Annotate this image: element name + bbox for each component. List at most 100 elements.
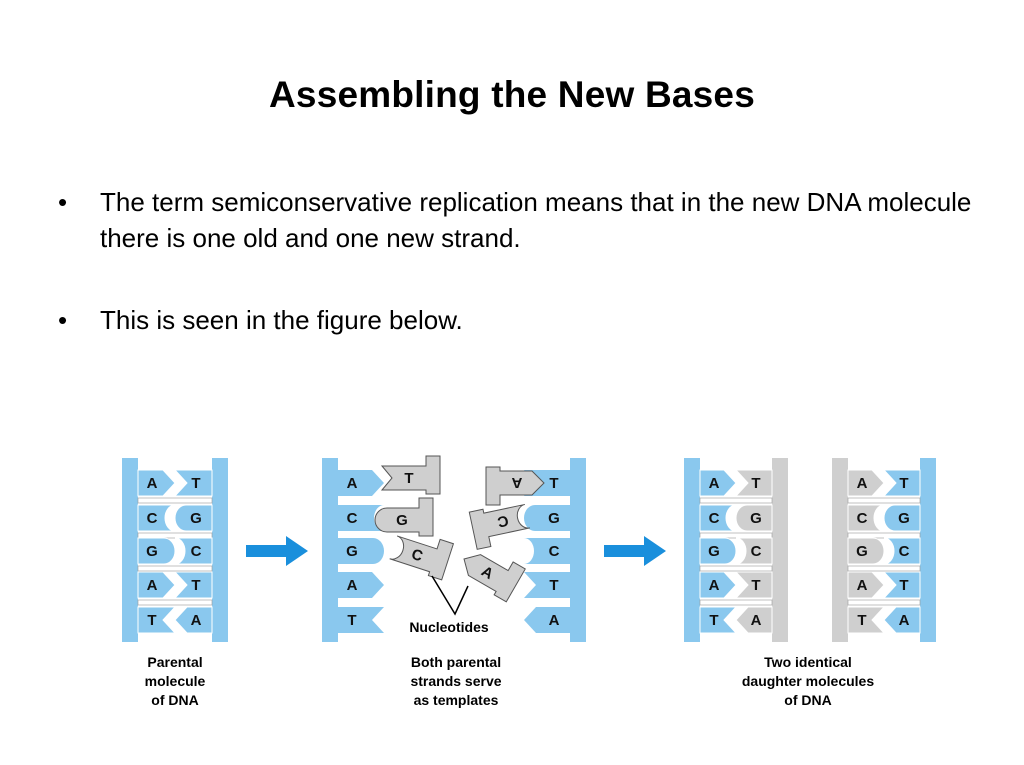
base-T bbox=[734, 469, 773, 497]
base-C bbox=[524, 538, 570, 564]
base-C bbox=[338, 505, 384, 531]
rung-gap bbox=[847, 497, 921, 504]
base-letter: A bbox=[347, 577, 358, 594]
free-nucleotide: C bbox=[468, 503, 530, 550]
base-T bbox=[699, 606, 738, 634]
base-C bbox=[174, 537, 213, 565]
rung-gap bbox=[699, 497, 773, 504]
bullet-item: • The term semiconservative replication … bbox=[58, 184, 978, 256]
rung-gap bbox=[699, 532, 773, 539]
base-letter: G bbox=[190, 510, 202, 527]
right-template-backbone bbox=[570, 458, 586, 642]
rung-gap bbox=[699, 599, 773, 606]
nucleotide-shape bbox=[463, 554, 526, 603]
right-backbone bbox=[772, 458, 788, 642]
caption-line: daughter molecules bbox=[742, 673, 874, 689]
rung-gap bbox=[137, 599, 213, 606]
base-A bbox=[137, 469, 176, 497]
caption-line: strands serve bbox=[410, 673, 501, 689]
free-nucleotide: A bbox=[463, 554, 526, 603]
nucleotide-pointer-lines bbox=[431, 575, 469, 616]
slide-title: Assembling the New Bases bbox=[269, 74, 755, 115]
caption-line: of DNA bbox=[784, 692, 831, 708]
base-A bbox=[137, 571, 176, 599]
base-G bbox=[883, 504, 921, 532]
base-letter: T bbox=[347, 612, 356, 629]
base-letter: C bbox=[899, 543, 910, 560]
base-letter: C bbox=[751, 543, 762, 560]
bullet-text: The term semiconservative replication me… bbox=[100, 187, 972, 253]
base-T bbox=[173, 571, 213, 599]
base-T bbox=[137, 606, 177, 634]
base-letter: C bbox=[857, 510, 868, 527]
caption-line: Both parental bbox=[411, 654, 501, 670]
nucleotides-label: Nucleotides bbox=[409, 619, 489, 635]
base-letter: A bbox=[511, 474, 522, 491]
rung-gap bbox=[847, 532, 921, 539]
caption-templates: Both parental strands serve as templates bbox=[410, 654, 501, 708]
nucleotide-shape bbox=[485, 466, 545, 506]
base-letter: C bbox=[147, 510, 158, 527]
base-T bbox=[338, 607, 384, 633]
base-letter: T bbox=[899, 475, 908, 492]
free-nucleotide: T bbox=[380, 455, 441, 495]
base-G bbox=[524, 505, 570, 531]
base-letter: A bbox=[709, 577, 720, 594]
base-letter: T bbox=[899, 577, 908, 594]
bullet-item: • This is seen in the figure below. bbox=[58, 302, 978, 338]
base-T bbox=[882, 469, 921, 497]
base-G bbox=[338, 538, 384, 564]
nucleotide-shape bbox=[468, 503, 530, 550]
base-T bbox=[173, 469, 213, 497]
base-C bbox=[847, 504, 885, 532]
base-letter: T bbox=[404, 470, 413, 487]
base-G bbox=[735, 504, 773, 532]
base-letter: G bbox=[856, 543, 868, 560]
rung-gap bbox=[137, 497, 213, 504]
right-backbone bbox=[212, 458, 228, 642]
base-G bbox=[847, 537, 885, 565]
right-arrow-icon bbox=[604, 536, 666, 566]
free-nucleotide: G bbox=[374, 497, 434, 537]
base-A bbox=[338, 470, 384, 496]
base-letter: G bbox=[548, 510, 560, 527]
caption-line: of DNA bbox=[151, 692, 198, 708]
base-letter: C bbox=[409, 546, 425, 566]
base-letter: C bbox=[709, 510, 720, 527]
base-letter: G bbox=[346, 543, 358, 560]
base-A bbox=[699, 469, 737, 497]
base-letter: G bbox=[750, 510, 762, 527]
nucleotide-shape bbox=[380, 455, 441, 495]
caption-line: as templates bbox=[414, 692, 499, 708]
right-backbone bbox=[920, 458, 936, 642]
base-letter: C bbox=[347, 510, 358, 527]
base-T bbox=[847, 606, 886, 634]
base-letter: T bbox=[709, 612, 718, 629]
base-G bbox=[174, 504, 213, 532]
base-letter: A bbox=[549, 612, 560, 629]
base-letter: G bbox=[898, 510, 910, 527]
base-letter: A bbox=[709, 475, 720, 492]
rung-gap bbox=[137, 532, 213, 539]
base-G bbox=[699, 537, 737, 565]
base-C bbox=[699, 504, 737, 532]
base-C bbox=[137, 504, 176, 532]
base-A bbox=[735, 606, 773, 634]
base-A bbox=[883, 606, 921, 634]
base-letter: T bbox=[191, 577, 200, 594]
caption-line: molecule bbox=[145, 673, 206, 689]
base-A bbox=[174, 606, 213, 634]
base-letter: G bbox=[396, 512, 408, 529]
caption-line: Two identical bbox=[764, 654, 852, 670]
base-C bbox=[883, 537, 921, 565]
nucleotide-shape bbox=[389, 535, 455, 581]
base-letter: A bbox=[147, 475, 158, 492]
base-letter: T bbox=[147, 612, 156, 629]
left-template-backbone bbox=[322, 458, 338, 642]
base-letter: T bbox=[549, 577, 558, 594]
base-letter: C bbox=[191, 543, 202, 560]
left-backbone bbox=[832, 458, 848, 642]
